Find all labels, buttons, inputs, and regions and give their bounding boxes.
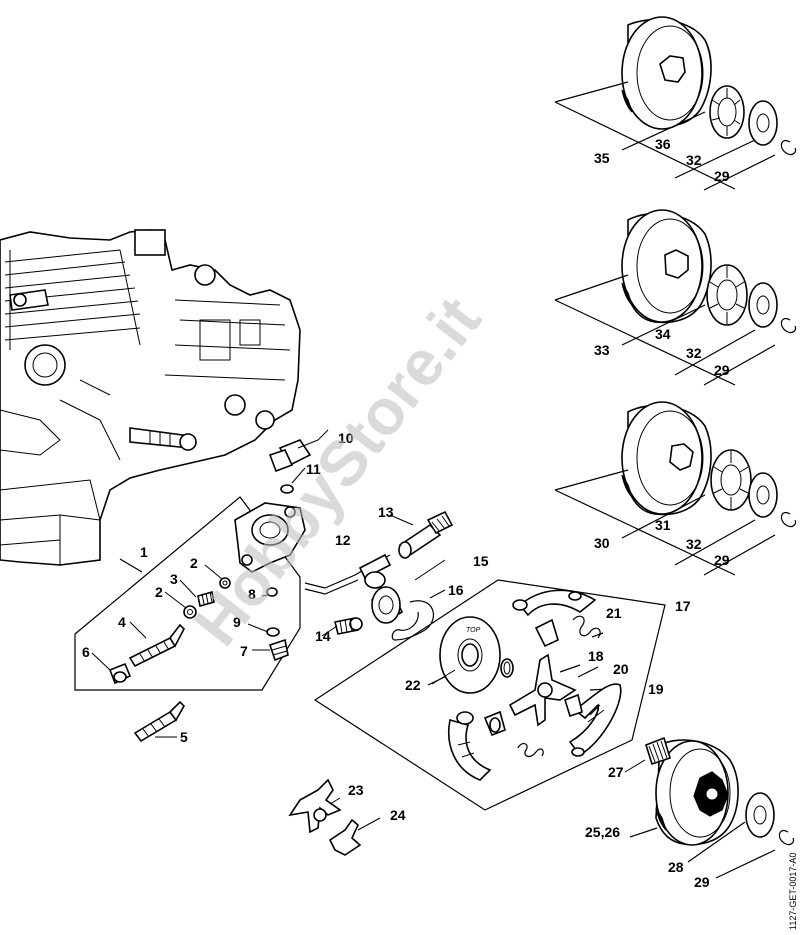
thrust-washer-22: TOP xyxy=(439,616,501,694)
screw-5 xyxy=(133,700,185,743)
label-1: 1 xyxy=(140,544,148,560)
rim-sprocket-31 xyxy=(710,449,752,511)
label-21: 21 xyxy=(606,605,622,621)
washer-2a xyxy=(219,577,231,589)
label-24: 24 xyxy=(390,807,406,823)
drum-33-brackets xyxy=(554,274,776,386)
e-clip-29c xyxy=(780,512,797,528)
disc-top-label: TOP xyxy=(466,627,481,634)
washer-32c xyxy=(748,472,778,518)
label-32b: 32 xyxy=(686,345,702,361)
drawing-code: 1127-GET-0017-A0 xyxy=(788,853,798,930)
clutch-drum-35 xyxy=(621,16,712,130)
needle-cage-27 xyxy=(645,736,671,766)
label-9: 9 xyxy=(233,614,241,630)
cap-6 xyxy=(108,662,132,685)
label-3: 3 xyxy=(170,571,178,587)
o-ring-11 xyxy=(280,484,294,494)
clutch-drum-25-26 xyxy=(655,739,739,846)
label-29b: 29 xyxy=(714,362,730,378)
part-7 xyxy=(268,638,289,662)
e-clip-29a xyxy=(780,140,797,156)
label-14: 14 xyxy=(315,628,331,644)
label-6: 6 xyxy=(82,644,90,660)
clutch-shoe-left xyxy=(448,711,492,781)
clutch-drum-30 xyxy=(621,401,712,516)
spring-clip-16 xyxy=(391,600,434,641)
label-5: 5 xyxy=(180,729,188,745)
label-2a: 2 xyxy=(190,555,198,571)
label-11: 11 xyxy=(306,461,321,477)
label-31: 31 xyxy=(655,517,671,533)
label-4: 4 xyxy=(118,614,126,630)
screw-14 xyxy=(334,617,363,635)
clutch-carrier-18 xyxy=(508,653,577,727)
engine-housing xyxy=(0,229,301,566)
drum-30-brackets xyxy=(554,469,776,576)
part-8 xyxy=(266,587,278,597)
drum-35-brackets xyxy=(554,81,776,191)
part-20 xyxy=(564,693,583,718)
clutch-shoe-right-19 xyxy=(568,683,622,757)
spring-3 xyxy=(197,590,215,608)
label-32a: 32 xyxy=(686,152,702,168)
label-20: 20 xyxy=(613,661,629,677)
clutch-drum-33 xyxy=(621,209,712,324)
oil-pump-body xyxy=(234,502,306,573)
label-32c: 32 xyxy=(686,536,702,552)
pin-13 xyxy=(398,510,454,559)
carrier-23 xyxy=(288,778,342,834)
e-clip-29b xyxy=(780,318,797,334)
rim-sprocket-36 xyxy=(709,85,745,139)
label-25-26: 25,26 xyxy=(585,824,620,840)
label-30: 30 xyxy=(594,535,610,551)
part-small-c xyxy=(483,710,506,737)
e-clip-29d xyxy=(778,830,795,846)
label-29a: 29 xyxy=(714,168,730,184)
oil-tube-12 xyxy=(304,553,392,595)
label-28: 28 xyxy=(668,859,684,875)
worm-15 xyxy=(370,586,404,624)
label-15: 15 xyxy=(473,553,489,569)
label-34: 34 xyxy=(655,326,671,342)
label-2b: 2 xyxy=(155,584,163,600)
label-12: 12 xyxy=(335,532,351,548)
adjusting-screw-4 xyxy=(128,623,185,668)
label-8: 8 xyxy=(248,586,256,602)
label-23: 23 xyxy=(348,782,364,798)
label-27: 27 xyxy=(608,764,624,780)
washer-32a xyxy=(748,100,778,146)
spring-small-d xyxy=(517,742,544,758)
spring-small-b xyxy=(500,658,514,678)
o-ring-9 xyxy=(266,627,280,637)
oil-pump-kit-frame xyxy=(74,496,301,691)
part-labels: 10 11 13 12 1 2 3 2 4 6 5 8 9 7 14 15 16… xyxy=(82,136,730,890)
part-small-a xyxy=(534,618,559,648)
label-16: 16 xyxy=(448,582,464,598)
clutch-shoe-top xyxy=(512,589,597,617)
rim-sprocket-34 xyxy=(706,264,748,326)
label-33: 33 xyxy=(594,342,610,358)
label-18: 18 xyxy=(588,648,604,664)
washer-28 xyxy=(745,792,775,838)
label-36: 36 xyxy=(655,136,671,152)
washer-2b xyxy=(183,605,197,619)
label-13: 13 xyxy=(378,504,394,520)
label-7: 7 xyxy=(240,643,248,659)
part-24 xyxy=(328,818,362,856)
label-17: 17 xyxy=(675,598,691,614)
label-35: 35 xyxy=(594,150,610,166)
label-29d: 29 xyxy=(694,874,710,890)
label-22: 22 xyxy=(405,677,421,693)
label-19: 19 xyxy=(648,681,664,697)
drum-25-brackets xyxy=(629,821,776,879)
label-10: 10 xyxy=(338,430,354,446)
leader-lines xyxy=(91,429,646,831)
clutch-spring-21 xyxy=(572,615,601,639)
label-29c: 29 xyxy=(714,552,730,568)
washer-32b xyxy=(748,282,778,328)
